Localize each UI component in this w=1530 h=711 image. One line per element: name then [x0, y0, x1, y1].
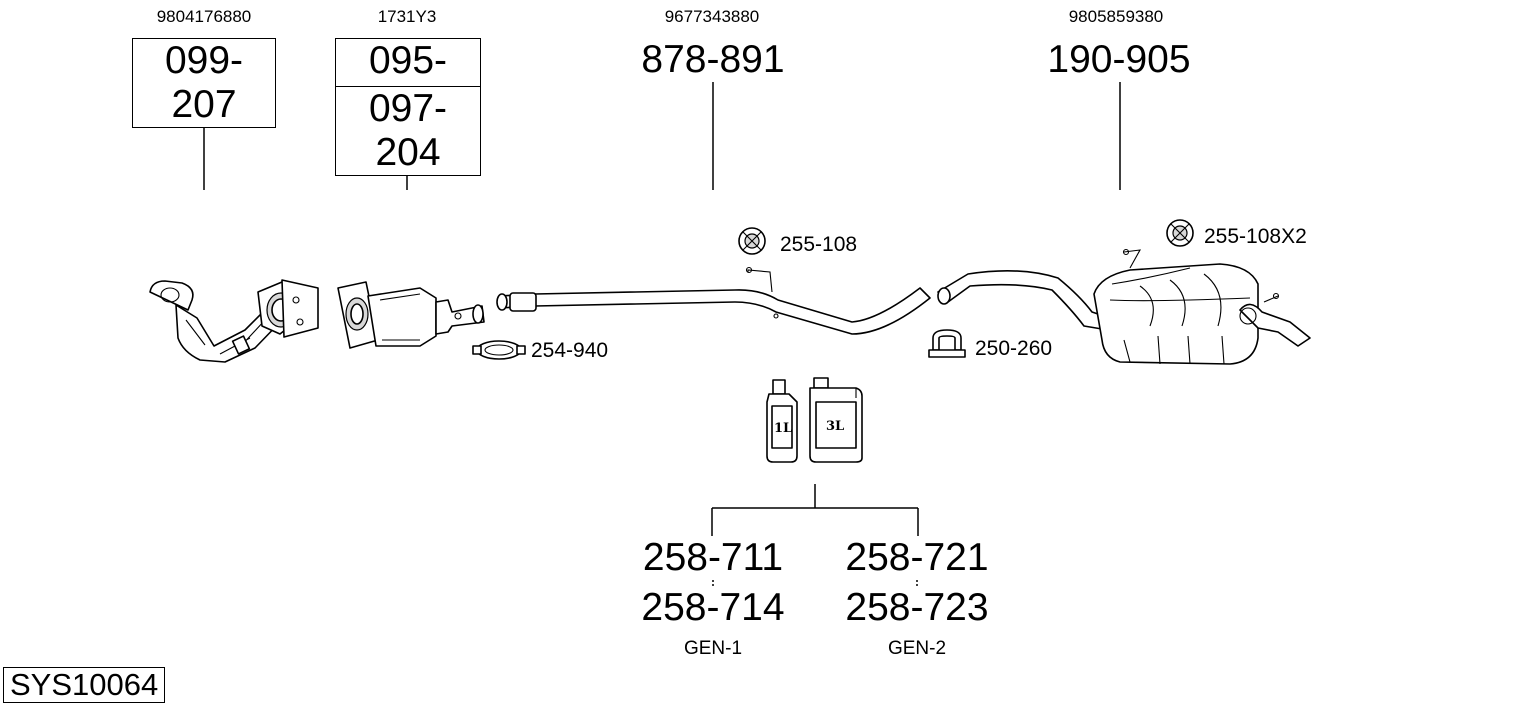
u-clamp-icon: [928, 329, 966, 358]
paste-bracket: [711, 484, 919, 588]
oem-number-3: 9677343880: [664, 7, 760, 26]
oem-number-1: 9804176880: [156, 7, 252, 26]
bottle-3l-label: 3L: [826, 419, 844, 434]
paste-number-258-711[interactable]: 258-711: [642, 536, 784, 579]
paste-bottle-3l-icon: 3L: [809, 377, 863, 463]
part-number-190-905[interactable]: 190-905: [1047, 38, 1191, 81]
gen-1-label: GEN-1: [683, 638, 743, 659]
part-number-099-207[interactable]: 099-207: [132, 38, 276, 128]
middle-pipe-drawing: [496, 266, 931, 335]
accessory-number-255-108x2[interactable]: 255-108X2: [1204, 225, 1307, 248]
gen-2-label: GEN-2: [887, 638, 947, 659]
rubber-hanger-icon: [738, 227, 766, 255]
oem-number-4: 9805859380: [1068, 7, 1164, 26]
part-number-878-891[interactable]: 878-891: [641, 38, 785, 81]
catalytic-converter-drawing: [337, 281, 485, 349]
front-pipe-drawing: [149, 279, 319, 363]
rear-silencer-drawing: [937, 248, 1311, 365]
system-id-label: SYS10064: [3, 667, 166, 703]
paste-bottle-1l-icon: 1L: [766, 379, 798, 463]
paste-number-258-721[interactable]: 258-721: [845, 536, 989, 579]
paste-number-258-714[interactable]: 258-714: [641, 586, 785, 629]
bottle-1l-label: 1L: [774, 421, 792, 436]
clamp-icon: [472, 340, 526, 360]
paste-number-258-723[interactable]: 258-723: [845, 586, 989, 629]
rubber-hanger-icon: [1166, 219, 1194, 247]
part-number-097-204[interactable]: 097-204: [335, 86, 481, 176]
accessory-number-255-108[interactable]: 255-108: [780, 233, 858, 256]
accessory-number-250-260[interactable]: 250-260: [975, 337, 1053, 360]
oem-number-2: 1731Y3: [377, 7, 437, 26]
accessory-number-254-940[interactable]: 254-940: [531, 339, 609, 362]
